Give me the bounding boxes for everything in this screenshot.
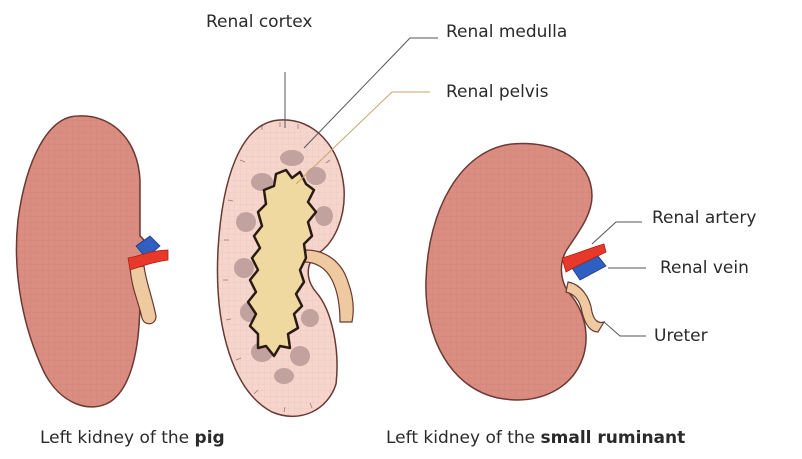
label-renal-pelvis: Renal pelvis xyxy=(446,82,548,102)
label-renal-vein: Renal vein xyxy=(660,258,749,278)
ruminant-kidney xyxy=(426,143,606,399)
leader-renal-artery xyxy=(592,222,642,244)
pig-kidney xyxy=(16,116,168,407)
label-renal-artery: Renal artery xyxy=(652,208,756,228)
caption-pig-bold: pig xyxy=(195,428,225,448)
label-renal-medulla: Renal medulla xyxy=(446,22,567,42)
label-renal-cortex: Renal cortex xyxy=(206,12,312,32)
caption-ruminant-bold: small ruminant xyxy=(541,428,686,448)
caption-pig: Left kidney of the pig xyxy=(40,428,225,448)
caption-pig-prefix: Left kidney of the xyxy=(40,428,195,448)
leader-renal-medulla xyxy=(304,38,438,148)
caption-ruminant: Left kidney of the small ruminant xyxy=(386,428,685,448)
leader-ureter xyxy=(604,322,646,336)
caption-ruminant-prefix: Left kidney of the xyxy=(386,428,541,448)
kidney-cross-section xyxy=(217,120,353,416)
label-ureter: Ureter xyxy=(654,326,708,346)
